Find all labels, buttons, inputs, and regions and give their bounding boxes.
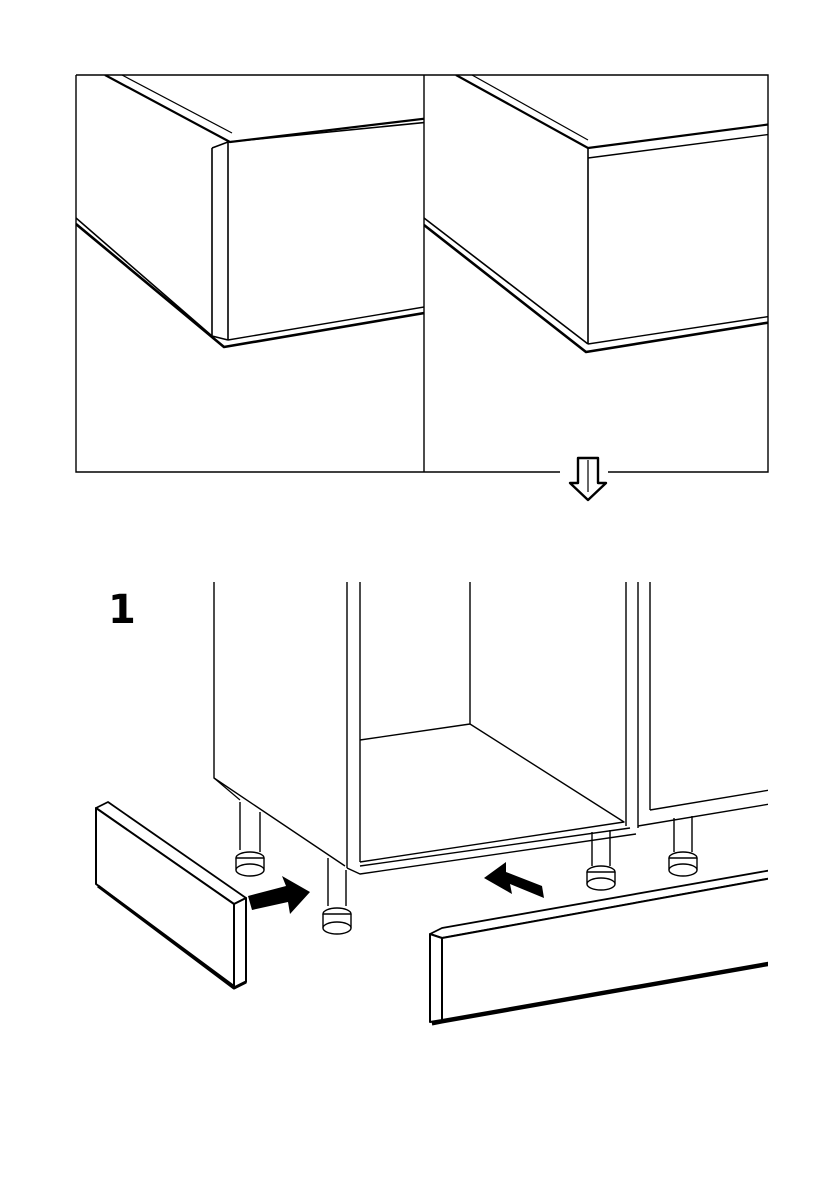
plinth-corner-detail-mitred <box>76 75 430 472</box>
plinth-board-side <box>96 802 246 988</box>
cabinet-side-panel <box>214 582 345 866</box>
cabinet-illustration <box>96 582 772 1024</box>
plinth-corner-detail-flush <box>424 75 772 472</box>
cabinet-leg <box>323 858 351 934</box>
cabinet-leg <box>669 816 697 876</box>
plinth-board-front <box>430 870 772 1024</box>
panel-right-fill <box>424 75 768 472</box>
cabinet-leg <box>236 802 264 876</box>
panel-left-fill <box>76 75 424 472</box>
push-arrow-icon <box>248 876 310 914</box>
push-arrow-icon <box>484 862 544 898</box>
step-number: 1 <box>108 590 136 630</box>
